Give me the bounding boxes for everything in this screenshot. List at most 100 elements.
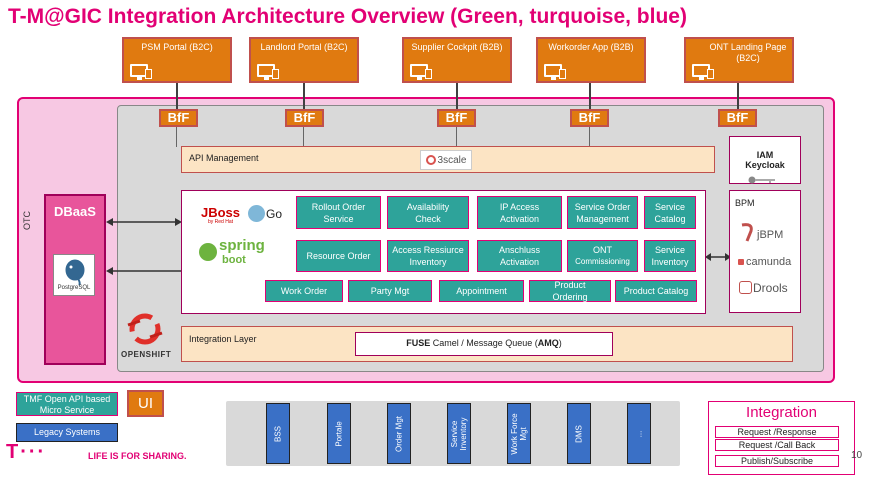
legend-microservice: TMF Open API based Micro Service [16, 392, 118, 416]
drools-icon [739, 281, 752, 294]
service-line2: Ordering [552, 292, 588, 302]
service-line1: Service [654, 245, 685, 255]
portal-label: Workorder App (B2B) [548, 42, 634, 52]
integration-request-callback: Request /Call Back [715, 439, 839, 451]
integration-title: Integration [746, 404, 817, 421]
legacy-more[interactable]: ... [627, 403, 651, 464]
portal-landlord[interactable]: Landlord Portal (B2C) [249, 37, 359, 83]
legend-legacy: Legacy Systems [16, 423, 118, 442]
go-logo: Go [266, 207, 283, 221]
bff-box[interactable]: BfF [718, 109, 757, 127]
postgresql-text: PostgreSQL [57, 285, 91, 291]
portal-psm[interactable]: PSM Portal (B2C) [122, 37, 232, 83]
connector-line [589, 83, 591, 110]
service-line2: Commissioning [575, 257, 630, 266]
bff-box[interactable]: BfF [285, 109, 324, 127]
key-icon [747, 171, 777, 184]
iam-product: Keycloak [745, 160, 785, 170]
page-title: T-M@GIC Integration Architecture Overvie… [8, 5, 687, 28]
telekom-logo: T··· [6, 441, 47, 463]
portal-ont-landing-page[interactable]: ONT Landing Page (B2C) [684, 37, 794, 83]
monitor-icon [257, 64, 279, 80]
threescale-logo: 3scale [420, 150, 472, 170]
service-line2: Catalog [654, 213, 686, 224]
connector-line [737, 83, 739, 110]
connector-line [303, 127, 304, 147]
threescale-icon [425, 155, 436, 165]
threescale-text: 3scale [437, 154, 467, 166]
portal-workorder-app[interactable]: Workorder App (B2B) [536, 37, 646, 83]
bff-box[interactable]: BfF [159, 109, 198, 127]
postgresql-logo: PostgreSQL [53, 254, 95, 296]
connector-line [456, 127, 457, 147]
monitor-icon [544, 64, 566, 80]
api-management-label: API Management [189, 153, 259, 163]
service-work-order[interactable]: Work Order [265, 280, 343, 302]
integration-layer-label: Integration Layer [189, 334, 257, 344]
camel-text: Camel / Message Queue ( [430, 338, 538, 348]
connector-line [176, 83, 178, 110]
portal-label: ONT Landing Page (B2C) [709, 42, 787, 63]
amq-text: AMQ [537, 338, 559, 348]
legacy-portale[interactable]: Portale [327, 403, 351, 464]
service-line1: Resource Order [306, 251, 371, 261]
message-queue-box[interactable]: FUSE Camel / Message Queue (AMQ) [355, 332, 613, 356]
service-line2: Management [576, 213, 629, 224]
connector-line [303, 83, 305, 110]
jboss-logo: JBoss [201, 205, 241, 220]
iam-label: IAM [756, 150, 774, 160]
portal-label: PSM Portal (B2C) [141, 42, 213, 52]
bff-box[interactable]: BfF [437, 109, 476, 127]
camunda-icon [738, 259, 744, 265]
portal-label: Supplier Cockpit (B2B) [411, 42, 503, 52]
legacy-bss[interactable]: BSS [266, 403, 290, 464]
service-line1: Access Ressiurce [392, 245, 464, 255]
integration-request-response: Request /Response [715, 426, 839, 438]
service-resource-order[interactable]: Resource Order [296, 240, 381, 272]
service-product-catalog[interactable]: Product Catalog [615, 280, 697, 302]
arrow-left-icon [106, 262, 182, 275]
service-appointment[interactable]: Appointment [439, 280, 524, 302]
connector-line [589, 127, 590, 147]
legacy-service-inventory[interactable]: Service Inventory [447, 403, 471, 464]
bff-box[interactable]: BfF [570, 109, 609, 127]
service-line1: Rollout Order [311, 201, 366, 212]
service-line1: Product [554, 280, 586, 290]
integration-publish-subscribe: Publish/Subscribe [715, 455, 839, 467]
service-party-mgt[interactable]: Party Mgt [348, 280, 432, 302]
service-line1: Service [654, 201, 685, 212]
legacy-work-force-mgt[interactable]: Work Force Mgt [507, 403, 531, 464]
monitor-icon [130, 64, 152, 80]
jbpm-logo: jBPM [757, 229, 784, 241]
bidirectional-arrow-icon [106, 213, 182, 226]
legacy-label: Order Mgt [394, 415, 404, 452]
paren-text: ) [558, 338, 562, 348]
page-number: 10 [851, 450, 863, 461]
monitor-icon [410, 64, 432, 80]
legacy-dms[interactable]: DMS [567, 403, 591, 464]
jboss-sub: by Red Hat [208, 219, 234, 225]
iam-box[interactable] [729, 136, 801, 184]
bidirectional-arrow-icon [705, 248, 731, 261]
portal-supplier-cockpit[interactable]: Supplier Cockpit (B2B) [402, 37, 512, 83]
legacy-label: Work Force Mgt [510, 412, 528, 455]
legacy-label: DMS [574, 424, 584, 443]
legacy-label: Portale [334, 420, 344, 447]
connector-line [456, 83, 458, 110]
legacy-order-mgt[interactable]: Order Mgt [387, 403, 411, 464]
camunda-logo: camunda [746, 256, 792, 268]
bpm-label: BPM [735, 198, 755, 208]
boot-logo: boot [222, 254, 246, 266]
portal-label: Landlord Portal (B2C) [260, 42, 348, 52]
fuse-text: FUSE [406, 338, 431, 348]
